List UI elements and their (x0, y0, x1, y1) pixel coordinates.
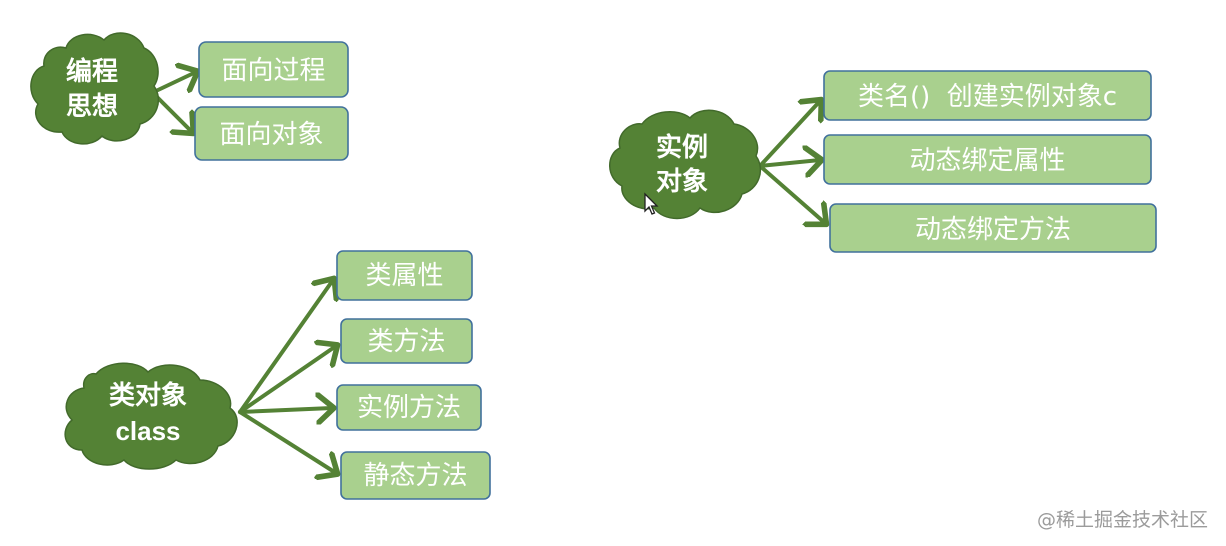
arrow-to-bind-method (758, 164, 825, 223)
node-bind-method-label: 动态绑定方法 (915, 215, 1071, 245)
node-create-instance-label: 类名() 创建实例对象c (858, 82, 1117, 112)
programming-mind-map: 编程 思想 面向过程 面向对象 (30, 32, 349, 161)
class-mind-map: 类对象 class 类属性 类方法 实例方法 静态方法 (64, 250, 491, 500)
node-class-method-label: 类方法 (367, 327, 445, 357)
instance-cloud (609, 109, 762, 220)
arrow-to-static-method (238, 410, 336, 473)
node-procedural-label: 面向过程 (221, 56, 325, 86)
node-instance-method-label: 实例方法 (357, 393, 461, 423)
node-class-attribute-box (336, 250, 473, 301)
node-object-oriented-box (194, 106, 349, 161)
programming-hub-line-1: 编程 (66, 56, 118, 87)
node-procedural-box (198, 41, 349, 98)
node-class-attribute-label: 类属性 (365, 261, 443, 291)
arrow-to-object-oriented (156, 96, 192, 132)
mouse-pointer-icon (644, 192, 659, 215)
instance-hub-line-1: 实例 (656, 132, 708, 163)
programming-cloud (30, 32, 160, 145)
node-static-method-label: 静态方法 (363, 461, 467, 491)
node-bind-attribute-box (823, 134, 1152, 185)
instance-hub-line-2: 对象 (656, 166, 708, 197)
arrow-to-class-method (238, 346, 336, 414)
node-instance-method-box (336, 384, 482, 431)
watermark: @稀土掘金技术社区 (1037, 509, 1208, 531)
node-bind-attribute-label: 动态绑定属性 (909, 146, 1065, 176)
node-bind-method-box (829, 203, 1157, 253)
node-create-instance-box (823, 70, 1152, 121)
arrow-to-bind-attribute (758, 160, 820, 166)
instance-mind-map: 实例 对象 类名() 创建实例对象c 动态绑定属性 动态绑定方法 (609, 70, 1157, 253)
arrow-to-class-attribute (238, 280, 333, 414)
programming-hub-line-2: 思想 (66, 92, 118, 122)
arrow-to-instance-method (238, 408, 332, 412)
class-hub-line-2: class (115, 416, 180, 446)
node-static-method-box (340, 451, 491, 500)
node-class-method-box (340, 318, 473, 364)
arrow-to-create-instance (758, 101, 820, 168)
arrow-to-procedural (156, 72, 196, 90)
class-hub-line-1: 类对象 (109, 380, 187, 411)
class-cloud (64, 362, 238, 470)
node-object-oriented-label: 面向对象 (219, 120, 323, 150)
